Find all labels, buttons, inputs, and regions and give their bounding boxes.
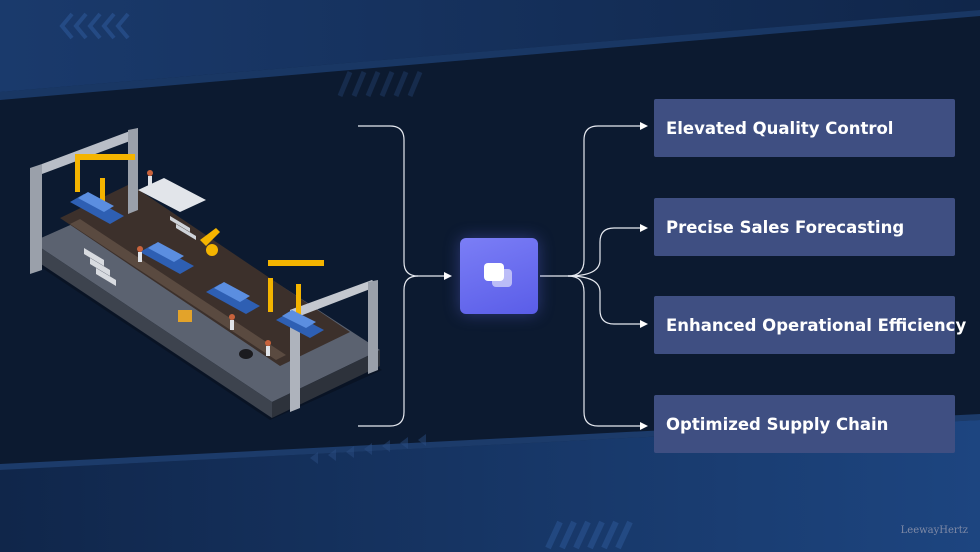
brand-watermark: LeewayHertz xyxy=(900,525,968,536)
outcome-label: Optimized Supply Chain xyxy=(666,414,889,434)
outcome-label: Precise Sales Forecasting xyxy=(666,217,905,237)
hub-node xyxy=(460,238,538,314)
outcome-label: Elevated Quality Control xyxy=(666,118,894,138)
outcome-label: Enhanced Operational Efficiency xyxy=(666,315,967,335)
outcome-quality-control: Elevated Quality Control xyxy=(654,99,955,157)
outcome-operational-efficiency: Enhanced Operational Efficiency xyxy=(654,296,966,354)
outcome-sales-forecasting: Precise Sales Forecasting xyxy=(654,198,955,256)
outcome-supply-chain: Optimized Supply Chain xyxy=(654,395,955,453)
car-assembly-line-illustration xyxy=(30,128,382,420)
chat-bubbles-icon xyxy=(484,263,512,287)
